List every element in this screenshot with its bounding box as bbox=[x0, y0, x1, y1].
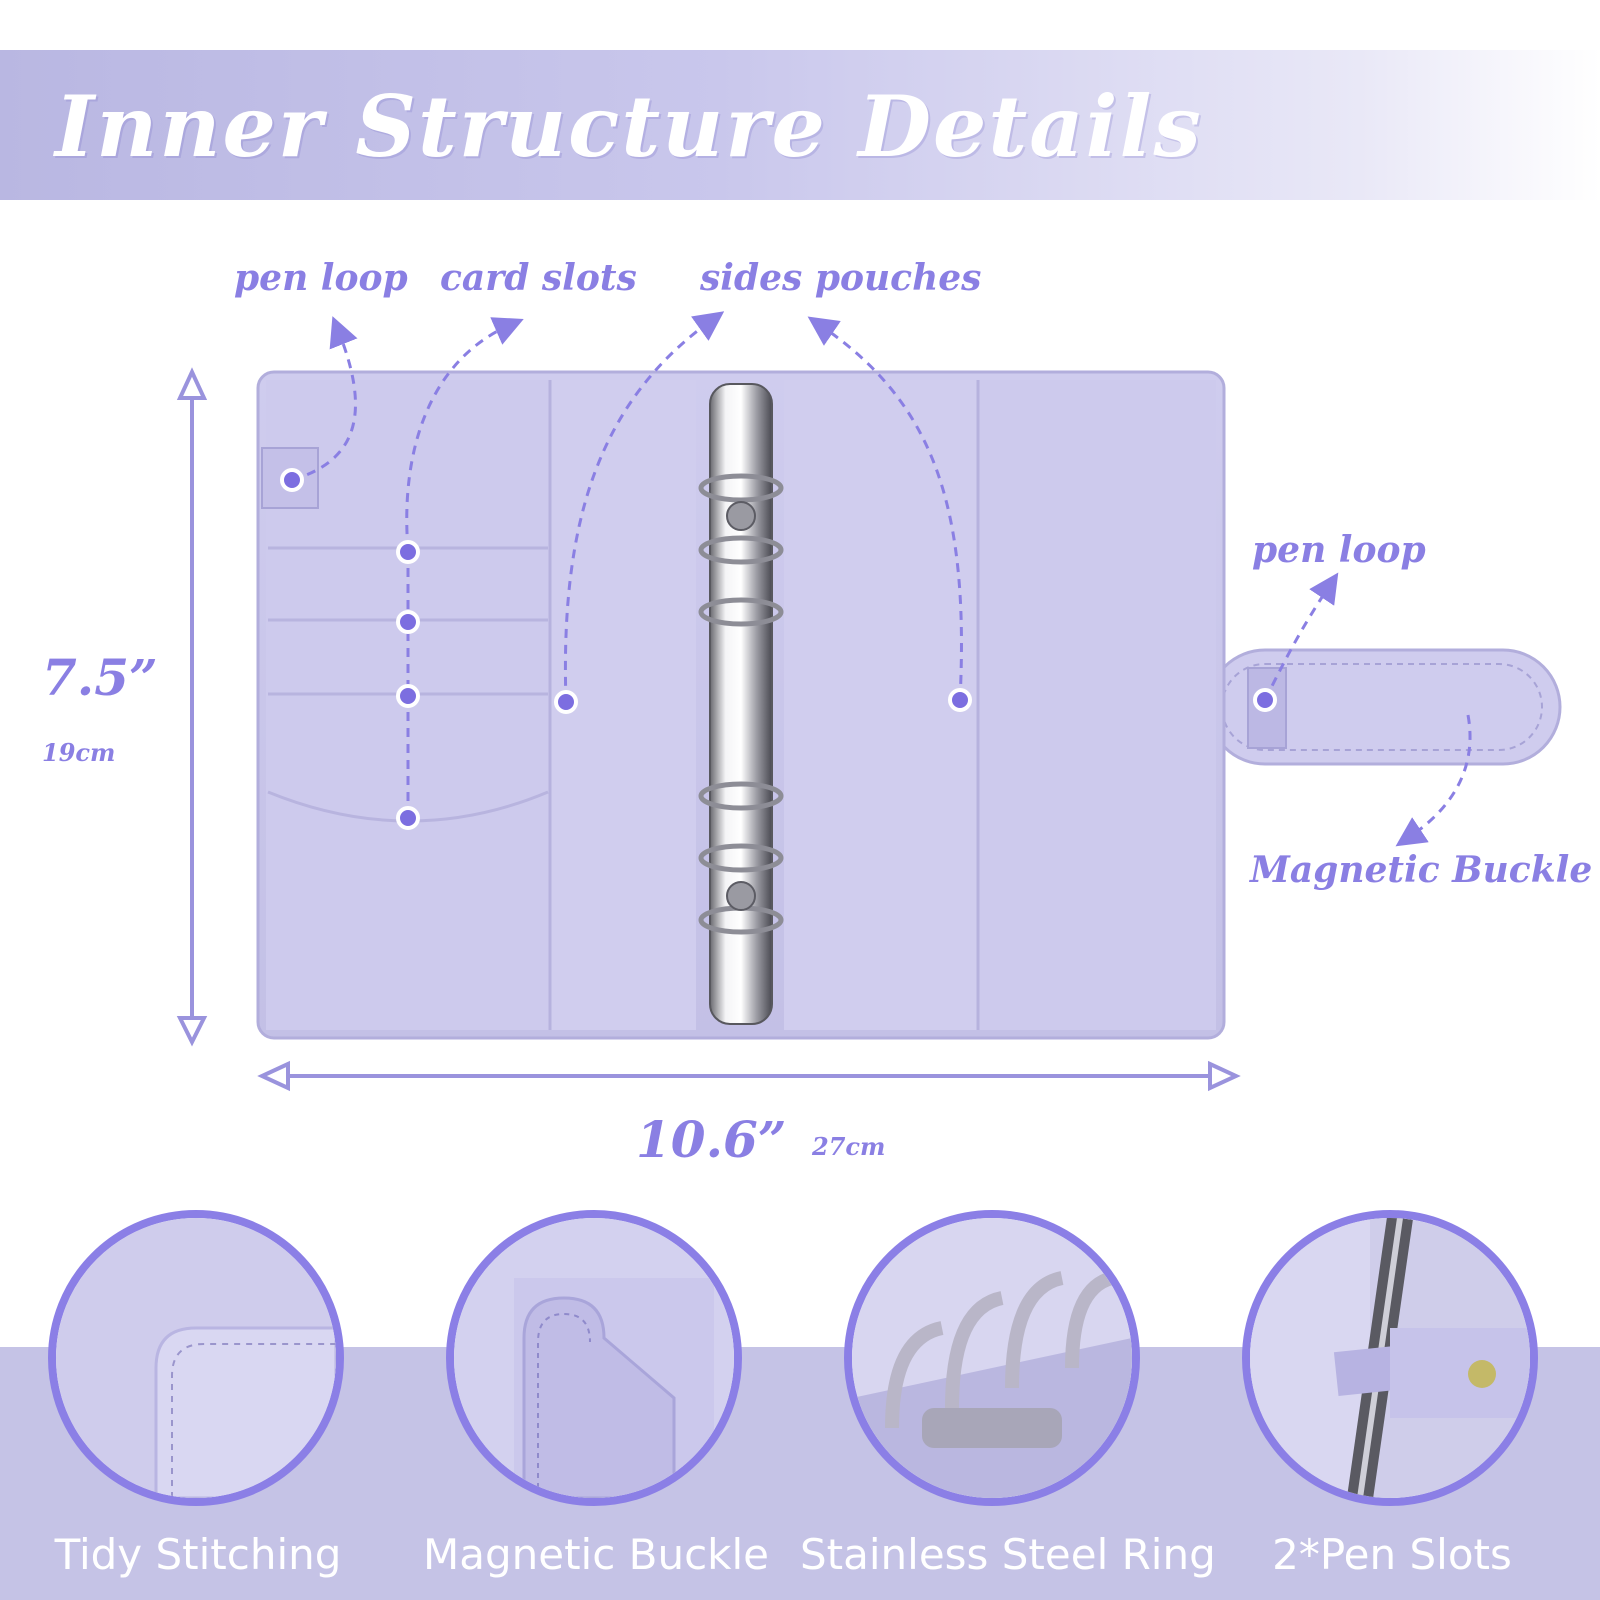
feature-image-pen-slots bbox=[1242, 1210, 1538, 1506]
width-inches: 10.6” bbox=[636, 1110, 787, 1169]
binder-body bbox=[256, 370, 1226, 1040]
callout-pen-loop-left: pen loop bbox=[234, 257, 408, 299]
feature-label-buckle: Magnetic Buckle bbox=[422, 1530, 770, 1579]
page-title: Inner Structure Details bbox=[55, 77, 1203, 176]
feature-image-rings bbox=[844, 1210, 1140, 1506]
feature-image-buckle bbox=[446, 1210, 742, 1506]
feature-image-stitching bbox=[48, 1210, 344, 1506]
feature-label-pen-slots: 2*Pen Slots bbox=[1272, 1530, 1512, 1579]
stitching-image bbox=[56, 1218, 336, 1498]
width-arrow bbox=[257, 1060, 1241, 1092]
callout-sides-pouches: sides pouches bbox=[700, 257, 982, 299]
height-arrow bbox=[176, 367, 208, 1047]
callout-card-slots: card slots bbox=[440, 257, 637, 299]
rings-image bbox=[852, 1218, 1132, 1498]
buckle-image bbox=[454, 1218, 734, 1498]
callout-magnetic-buckle: Magnetic Buckle bbox=[1250, 849, 1593, 891]
width-cm: 27cm bbox=[812, 1132, 886, 1161]
height-inches: 7.5” bbox=[42, 648, 158, 707]
pen-slots-image bbox=[1250, 1218, 1530, 1498]
feature-label-rings: Stainless Steel Ring bbox=[800, 1530, 1216, 1579]
feature-label-stitching: Tidy Stitching bbox=[54, 1530, 342, 1579]
height-cm: 19cm bbox=[42, 738, 116, 767]
callout-dots bbox=[280, 468, 1277, 830]
callout-pen-loop-right: pen loop bbox=[1252, 529, 1426, 571]
header-banner bbox=[0, 50, 1600, 200]
